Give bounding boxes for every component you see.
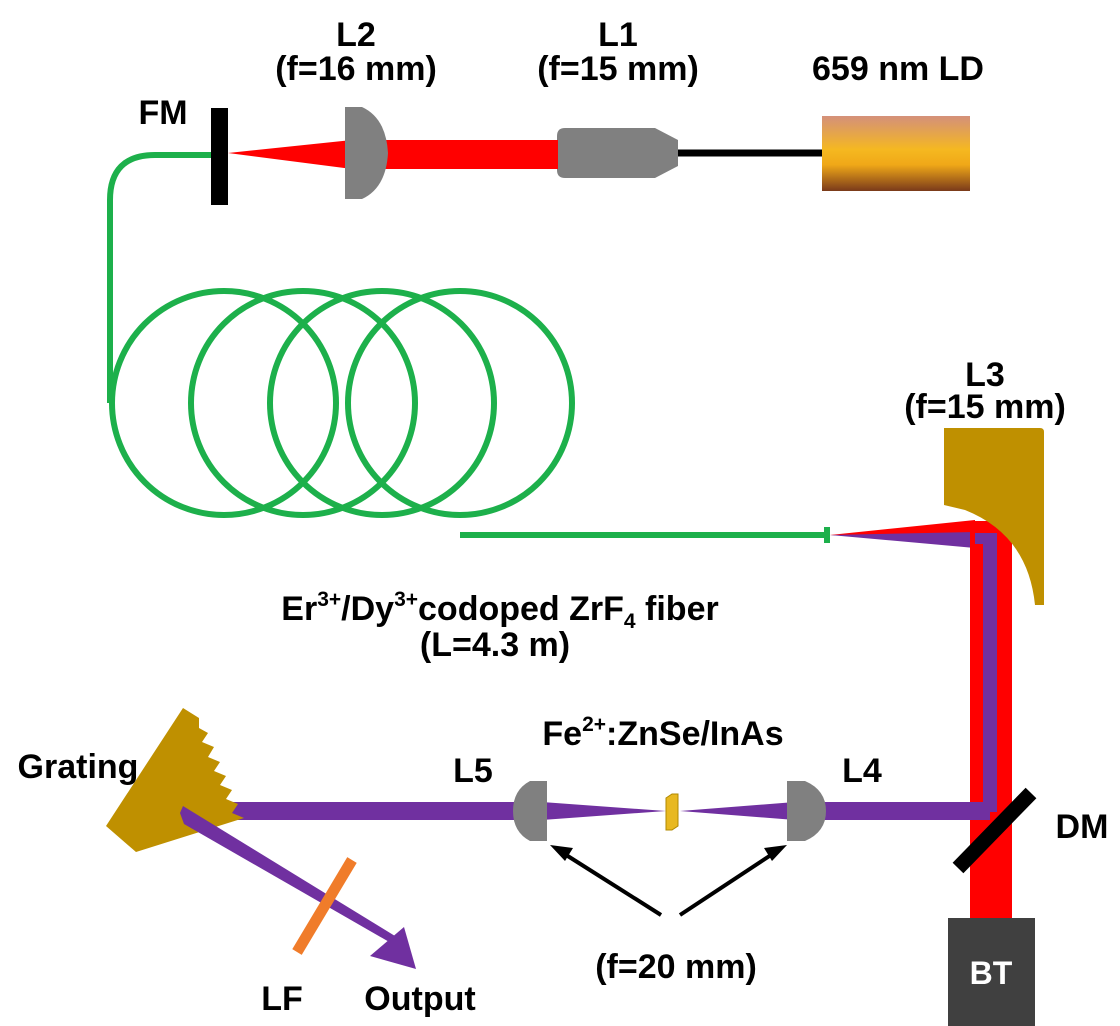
beam-l4-to-crystal [680,802,795,820]
filter-lf [292,857,357,955]
lens-l2 [345,107,388,199]
beam-l5-to-grating [180,802,515,820]
arrow-to-l5 [561,851,663,917]
dm-label: DM [1056,808,1109,846]
l2-focal-label: (f=16 mm) [275,50,437,88]
ld-label: 659 nm LD [812,50,984,88]
arrow-to-l5-head [550,845,573,861]
lens-l4 [787,781,826,841]
fiber-length-label: (L=4.3 m) [420,626,570,664]
output-beam [180,806,395,943]
midir-beam-to-l4 [795,802,990,820]
fiber-coil-loop-2 [188,288,418,518]
l2-label: L2 [336,16,376,54]
fiber-end-facet [824,527,830,543]
l3-focal-label: (f=15 mm) [904,388,1066,426]
midir-beam-fiber-output [830,532,975,548]
dichroic-mirror-dm [952,787,1037,874]
fiber-coil-loop-1 [109,288,339,518]
grating-label: Grating [18,748,139,786]
l1-label: L1 [598,16,638,54]
output-label: Output [364,980,475,1018]
fiber-lead-top [107,152,211,403]
l5-label: L5 [453,752,493,790]
l3-label: L3 [965,356,1005,394]
mirror-l3-parabolic [944,428,1044,605]
fm-label: FM [138,94,187,132]
beam-crystal-to-l5 [542,802,666,820]
midir-beam-vertical [975,533,997,812]
fiber-label: Er3+/Dy3+codoped ZrF4 fiber [281,588,718,633]
fiber-coil-loop-4 [345,288,575,518]
beam-trap-bt [948,918,1035,1026]
lf-label: LF [261,980,303,1018]
lens-focal-label: (f=20 mm) [595,948,757,986]
folding-mirror-fm [211,108,228,205]
lens-l5 [513,781,547,841]
pump-beam-collimated [380,140,558,169]
pump-beam-focused [228,140,352,169]
fiber-coil-loop-3 [267,288,497,518]
l1-focal-label: (f=15 mm) [537,50,699,88]
output-arrow-head [370,927,416,969]
crystal-label: Fe2+:ZnSe/InAs [542,713,783,753]
laser-diode [822,116,970,191]
l4-label: L4 [842,752,882,790]
diffraction-grating [106,708,244,852]
bt-label: BT [970,955,1013,991]
gain-crystal [665,793,679,831]
lens-l1-collimator [557,128,678,178]
arrow-to-l4-head [764,845,787,861]
arrow-to-l4 [678,851,776,917]
